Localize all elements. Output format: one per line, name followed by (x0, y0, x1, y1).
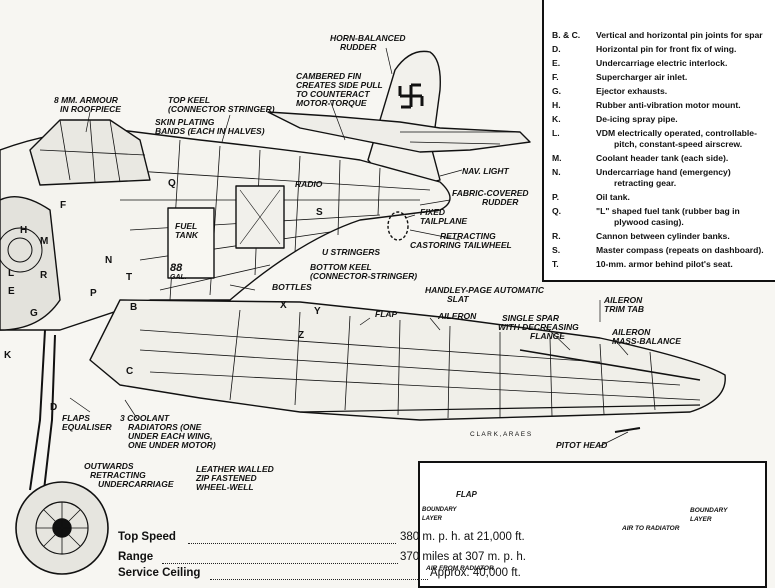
tailplane (267, 111, 531, 153)
label-u-stringers: U STRINGERS (322, 247, 381, 257)
label-top-keel: TOP KEEL(CONNECTOR STRINGER) (168, 95, 275, 114)
label-pitot-head: PITOT HEAD (556, 440, 608, 450)
spec-value: 380 m. p. h. at 21,000 ft. (400, 531, 525, 543)
spec-range: Range 370 miles at 307 m. p. h. (118, 551, 526, 564)
label-artist-credit: C L A R K , A R A e S (470, 431, 532, 438)
tailwheel (387, 211, 409, 241)
inset-label-air-to-radiator: AIR TO RADIATOR (622, 525, 680, 532)
pitot-head (614, 427, 641, 433)
marker-x: X (280, 300, 287, 311)
label-aileron: AILERON (438, 311, 477, 321)
starboard-wing (89, 299, 726, 421)
marker-y: Y (314, 306, 321, 317)
label-nav-light: NAV. LIGHT (462, 166, 509, 176)
engine (0, 196, 61, 331)
marker-t: T (126, 272, 133, 283)
marker-r: R (40, 270, 48, 281)
spec-value: Approx. 40,000 ft. (430, 567, 521, 579)
marker-f: F (60, 200, 67, 211)
label-flap: FLAP (375, 309, 398, 319)
marker-d: D (50, 402, 58, 413)
spec-value: 370 miles at 307 m. p. h. (400, 551, 526, 563)
marker-b: B (130, 302, 138, 313)
marker-k: K (4, 350, 12, 361)
marker-h: H (20, 225, 28, 236)
fuel-tank (167, 207, 215, 279)
spec-top-speed: Top Speed 380 m. p. h. at 21,000 ft. (118, 531, 525, 544)
radiator-inset-box (418, 461, 767, 588)
undercarriage-leg (29, 329, 56, 491)
marker-e: E (8, 286, 15, 297)
inset-label-air-from-radiator: AIR FROM RADIATOR (426, 565, 494, 572)
spec-service-ceiling: Service Ceiling Approx. 40,000 ft. (118, 567, 521, 580)
spec-label: Top Speed (118, 531, 176, 543)
marker-c: C (126, 366, 134, 377)
marker-s: S (316, 207, 323, 218)
label-bottles: BOTTLES (272, 282, 312, 292)
marker-n: N (105, 255, 113, 266)
marker-z: Z (298, 330, 305, 341)
marker-g: G (30, 308, 38, 319)
marker-q: Q (168, 178, 176, 189)
spec-label: Service Ceiling (118, 567, 201, 579)
marker-l: L (8, 268, 15, 279)
label-bottom-keel: BOTTOM KEEL(CONNECTOR-STRINGER) (310, 262, 418, 281)
component-legend: B. & C.Vertical and horizontal pin joint… (542, 0, 775, 282)
label-radio: RADIO (295, 179, 323, 189)
marker-p: P (90, 288, 97, 299)
swastika-marking (398, 83, 424, 109)
inset-label-flap: FLAP (456, 490, 477, 499)
marker-m: M (40, 236, 49, 247)
spec-label: Range (118, 551, 154, 563)
